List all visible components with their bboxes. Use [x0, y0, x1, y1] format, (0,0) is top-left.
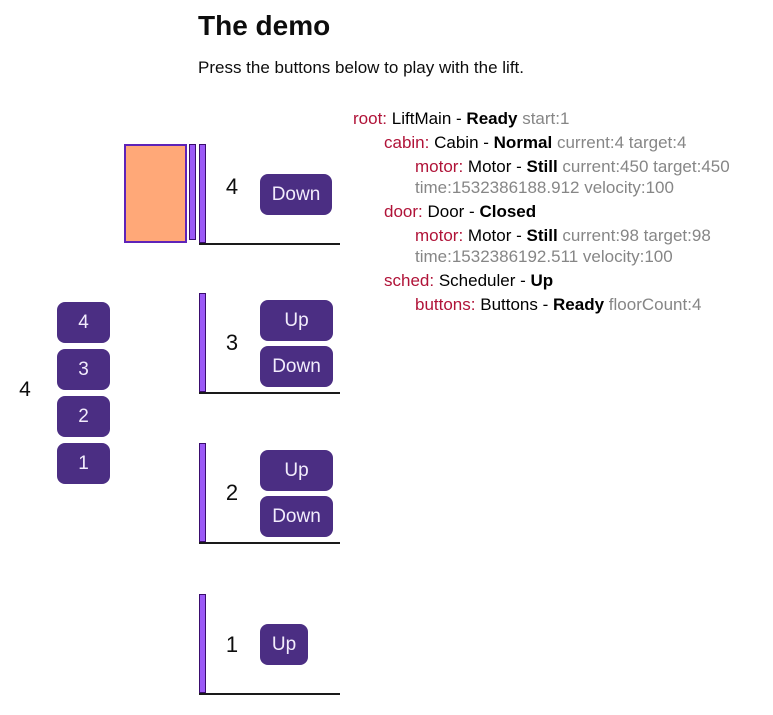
status-node-cabin: cabin: Cabin - Normal current:4 target:4 — [353, 132, 753, 153]
node-params: floorCount:4 — [608, 295, 702, 314]
cabin-call-button-4[interactable]: 4 — [57, 302, 110, 343]
status-node-door-motor: motor: Motor - Still current:98 target:9… — [353, 225, 753, 267]
node-params: start:1 — [522, 109, 570, 128]
floor-3-up-button[interactable]: Up — [260, 300, 333, 341]
cabin-door-bar — [189, 144, 196, 240]
status-node-buttons: buttons: Buttons - Ready floorCount:4 — [353, 294, 753, 315]
floor-line — [199, 542, 340, 544]
status-node-door: door: Door - Closed — [353, 201, 753, 222]
status-node-root: root: LiftMain - Ready start:1 — [353, 108, 753, 129]
node-name: cabin: — [384, 133, 430, 152]
node-params: current:450 target:450 time:1532386188.9… — [415, 157, 730, 197]
floor-3-down-button[interactable]: Down — [260, 346, 333, 387]
node-params: current:98 target:98 time:1532386192.511… — [415, 226, 711, 266]
status-node-sched: sched: Scheduler - Up — [353, 270, 753, 291]
cabin-call-button-1[interactable]: 1 — [57, 443, 110, 484]
node-name: sched: — [384, 271, 435, 290]
floor-group-3: 3 Up Down — [124, 293, 340, 394]
floor-line — [199, 392, 340, 394]
floor-1-up-button[interactable]: Up — [260, 624, 308, 665]
shaft-rail — [199, 594, 206, 693]
node-state: Still — [526, 157, 558, 176]
cabin-floor-indicator: 4 — [19, 378, 31, 401]
node-name: door: — [384, 202, 423, 221]
node-type: Scheduler - — [438, 271, 526, 290]
cabin-call-button-3[interactable]: 3 — [57, 349, 110, 390]
lift-cabin — [124, 144, 187, 243]
floor-call-buttons: Up Down — [260, 300, 333, 387]
node-state: Ready — [466, 109, 518, 128]
node-type: Cabin - — [434, 133, 489, 152]
status-node-cabin-motor: motor: Motor - Still current:450 target:… — [353, 156, 753, 198]
status-tree: root: LiftMain - Ready start:1 cabin: Ca… — [353, 108, 753, 318]
node-state: Closed — [479, 202, 537, 221]
node-state: Still — [526, 226, 558, 245]
floor-2-up-button[interactable]: Up — [260, 450, 333, 491]
shaft-rail — [199, 443, 206, 542]
floor-line — [199, 243, 340, 245]
shaft-rail — [199, 144, 206, 243]
node-type: Motor - — [467, 157, 522, 176]
floor-number: 4 — [225, 174, 239, 199]
node-state: Ready — [553, 295, 605, 314]
node-state: Normal — [493, 133, 553, 152]
shaft-rail — [199, 293, 206, 392]
floor-2-down-button[interactable]: Down — [260, 496, 333, 537]
floor-4-down-button[interactable]: Down — [260, 174, 332, 215]
floor-call-buttons: Down — [260, 174, 332, 215]
floor-group-1: 1 Up — [124, 594, 340, 695]
node-name: buttons: — [415, 295, 476, 314]
node-name: root: — [353, 109, 388, 128]
floor-line — [199, 693, 340, 695]
node-type: LiftMain - — [391, 109, 462, 128]
cabin-call-panel: 4 3 2 1 — [57, 302, 110, 484]
cabin-call-button-2[interactable]: 2 — [57, 396, 110, 437]
node-name: motor: — [415, 157, 464, 176]
floor-number: 2 — [225, 480, 239, 505]
floor-number: 3 — [225, 330, 239, 355]
page-title: The demo — [198, 10, 331, 41]
floor-call-buttons: Up Down — [260, 450, 333, 537]
node-state: Up — [530, 271, 554, 290]
node-type: Door - — [427, 202, 475, 221]
floor-number: 1 — [225, 632, 239, 657]
node-type: Motor - — [467, 226, 522, 245]
floor-call-buttons: Up — [260, 624, 308, 665]
floor-group-4: 4 Down — [124, 144, 340, 245]
floor-group-2: 2 Up Down — [124, 443, 340, 544]
node-type: Buttons - — [480, 295, 549, 314]
node-params: current:4 target:4 — [556, 133, 687, 152]
page-subtitle: Press the buttons below to play with the… — [198, 58, 525, 77]
node-name: motor: — [415, 226, 464, 245]
